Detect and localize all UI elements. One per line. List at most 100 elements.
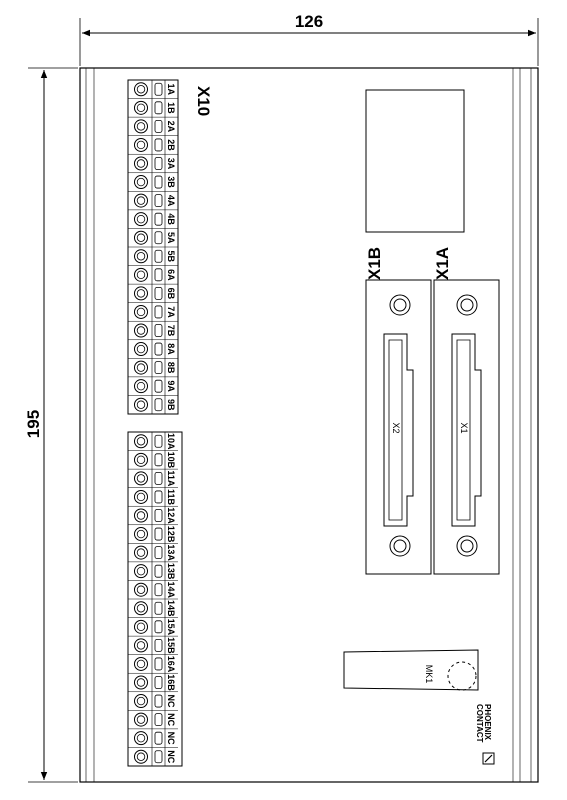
- terminal-row: 1B: [128, 98, 178, 115]
- terminal-label: 12A: [166, 507, 176, 524]
- spring-clamp-icon: [154, 157, 163, 170]
- spring-clamp-icon: [154, 546, 163, 560]
- screw-icon: [134, 656, 148, 671]
- terminal-row: 10A: [134, 433, 176, 450]
- spring-clamp-icon: [154, 657, 163, 671]
- connector-x1-label: X1: [459, 422, 469, 433]
- terminal-row: 11A: [128, 468, 178, 487]
- screw-icon: [134, 545, 148, 560]
- phoenix-contact-logo: PHOENIX CONTACT: [475, 704, 495, 765]
- logo-line-1: PHOENIX: [483, 704, 492, 741]
- terminal-row: 5B: [128, 246, 178, 264]
- screw-icon: [134, 619, 148, 634]
- terminal-row: 6B: [128, 283, 178, 301]
- screw-icon: [134, 712, 148, 727]
- terminal-label: 14A: [166, 581, 176, 598]
- connector-x2-label: X2: [391, 422, 401, 433]
- screw-icon: [134, 508, 148, 523]
- screw-icon: [134, 175, 148, 190]
- terminal-row: 10B: [128, 450, 178, 469]
- screw-icon: [134, 638, 148, 653]
- terminal-row: 9B: [128, 395, 178, 412]
- terminal-label: 1B: [166, 102, 176, 114]
- spring-clamp-icon: [154, 471, 163, 485]
- connector-x1b: X2: [365, 279, 432, 575]
- screw-icon: [134, 582, 148, 597]
- screw-icon: [134, 379, 148, 394]
- terminal-label: 14B: [166, 600, 176, 617]
- terminal-label: 2A: [166, 121, 176, 133]
- terminal-row: 4A: [128, 191, 178, 208]
- screw-icon: [134, 527, 148, 542]
- terminal-row: 11B: [128, 487, 178, 506]
- terminal-row: 2A: [128, 116, 178, 134]
- terminal-row: 14B: [128, 598, 178, 617]
- spring-clamp-icon: [154, 361, 163, 375]
- spring-clamp-icon: [154, 750, 163, 764]
- terminal-label: 5A: [166, 232, 176, 244]
- connector-x1a: X1: [433, 279, 500, 575]
- terminal-label: 11B: [166, 489, 176, 506]
- spring-clamp-icon: [154, 398, 163, 412]
- terminal-row: 16B: [128, 672, 178, 691]
- terminal-label: 16B: [166, 674, 176, 691]
- terminal-label: 9B: [166, 399, 176, 411]
- marker-mk1: MK1: [343, 649, 479, 691]
- spring-clamp-icon: [154, 527, 163, 541]
- terminal-row: 4B: [128, 209, 178, 227]
- screw-icon: [134, 304, 148, 319]
- marker-mk1-label: MK1: [424, 665, 434, 684]
- terminal-label: NC: [166, 695, 176, 708]
- terminal-row: 14A: [128, 580, 178, 598]
- screw-icon: [134, 267, 148, 282]
- terminal-label: 15B: [166, 637, 176, 654]
- terminal-label: 7B: [166, 325, 176, 337]
- screw-icon: [134, 230, 148, 245]
- screw-icon: [134, 212, 148, 227]
- spring-clamp-icon: [154, 620, 163, 634]
- spring-clamp-icon: [154, 731, 163, 745]
- terminal-label: NC: [166, 732, 176, 745]
- terminal-row: 13A: [128, 543, 178, 561]
- spring-clamp-icon: [154, 434, 163, 448]
- screw-icon: [134, 360, 148, 375]
- terminal-label: 9A: [166, 380, 176, 392]
- terminal-label: 10B: [166, 452, 176, 469]
- spring-clamp-icon: [154, 379, 163, 393]
- width-value: 126: [295, 12, 323, 31]
- terminal-row: 2B: [128, 135, 178, 152]
- width-dimension: 126: [79, 12, 539, 66]
- spring-clamp-icon: [154, 286, 163, 300]
- terminal-label: 6B: [166, 288, 176, 300]
- spring-clamp-icon: [154, 138, 163, 152]
- height-value: 195: [24, 410, 43, 438]
- screw-icon: [134, 82, 148, 97]
- screw-icon: [134, 249, 148, 264]
- terminal-row: 12B: [128, 524, 178, 543]
- label-area: [365, 89, 465, 233]
- terminal-row: 8B: [128, 358, 178, 375]
- terminal-label: 3B: [166, 176, 176, 188]
- terminal-label: 4B: [166, 213, 176, 225]
- spring-clamp-icon: [154, 175, 163, 189]
- screw-icon: [134, 193, 148, 208]
- terminal-label: 6A: [166, 269, 176, 281]
- spring-clamp-icon: [154, 694, 163, 708]
- terminal-label: 13B: [166, 563, 176, 580]
- screw-icon: [134, 694, 148, 709]
- screw-icon: [134, 397, 148, 412]
- spring-clamp-icon: [154, 564, 163, 578]
- terminal-row: 12A: [128, 505, 178, 524]
- terminal-row: 3B: [128, 172, 178, 190]
- terminal-label: 7A: [166, 306, 176, 318]
- screw-icon: [134, 323, 148, 338]
- terminal-label: 11A: [166, 470, 176, 487]
- spring-clamp-icon: [154, 490, 163, 504]
- terminal-rows: 1A1B2A2B3A3B4A4B5A5B6A6B7A7B8A8B9A9B10A1…: [128, 82, 178, 764]
- screw-icon: [134, 452, 148, 467]
- terminal-label: 10A: [166, 433, 176, 450]
- terminal-label: 4A: [166, 195, 176, 207]
- spring-clamp-icon: [154, 583, 163, 597]
- screw-icon: [134, 286, 148, 301]
- terminal-block-label: X10: [194, 86, 213, 116]
